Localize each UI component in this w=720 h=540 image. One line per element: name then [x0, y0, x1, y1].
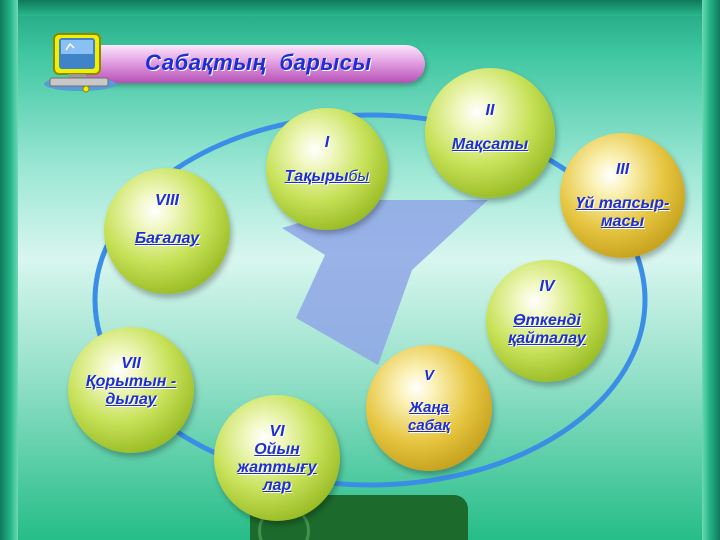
step-3-number: III — [615, 161, 630, 178]
step-2-ball: II Мақсаты — [425, 68, 555, 198]
step-8-number: VIII — [154, 192, 179, 209]
step-6-number: VI — [269, 423, 285, 440]
step-2-number: II — [485, 102, 495, 119]
cycle-ring — [92, 112, 648, 488]
title-bar: Сабақтың барысы — [85, 45, 425, 83]
step-6-ball: VI Ойын жаттығу лар — [214, 395, 340, 521]
step-6-label: Ойын жаттығу лар — [237, 441, 317, 494]
step-4-label: Өткенді қайталау — [508, 312, 586, 347]
step-1-label: Тақырыбы — [284, 168, 370, 185]
step-5-number: V — [423, 367, 434, 384]
step-7-ball: VII Қорытын - дылау — [68, 327, 194, 453]
slide-title: Сабақтың барысы — [145, 50, 372, 75]
step-1-ball: I Тақырыбы — [266, 108, 388, 230]
step-5-label: Жаңа сабақ — [408, 399, 450, 434]
step-2-label: Мақсаты — [451, 136, 529, 153]
step-8-label: Бағалау — [134, 230, 200, 247]
left-frame — [0, 0, 18, 540]
center-arrow — [282, 200, 488, 365]
step-4-ball: IV Өткенді қайталау — [486, 260, 608, 382]
step-3-label: Үй тапсыр- масы — [575, 195, 670, 230]
step-1-number: I — [324, 134, 330, 151]
step-5-ball: V Жаңа сабақ — [366, 345, 492, 471]
step-4-number: IV — [539, 278, 555, 295]
step-7-number: VII — [121, 355, 141, 372]
step-3-ball: III Үй тапсыр- масы — [560, 133, 685, 258]
top-frame — [0, 0, 720, 16]
step-8-ball: VIII Бағалау — [104, 168, 230, 294]
step-7-label: Қорытын - дылау — [85, 373, 177, 408]
computer-icon — [44, 33, 116, 93]
